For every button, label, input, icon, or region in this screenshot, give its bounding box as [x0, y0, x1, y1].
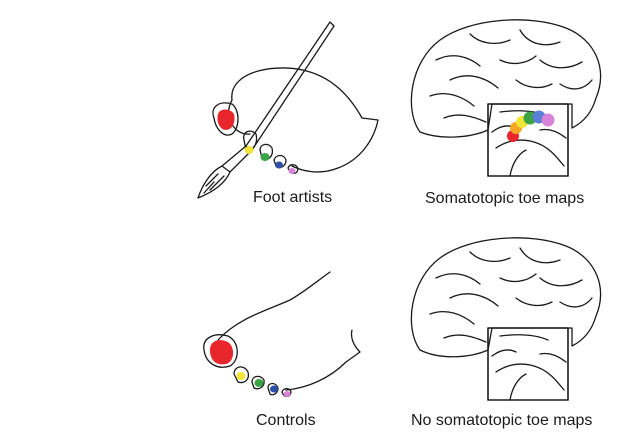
fifth-toenail	[283, 391, 291, 397]
brain-icon	[410, 237, 602, 358]
brain-icon	[410, 19, 602, 138]
second-toenail	[236, 372, 246, 380]
second-toenail	[244, 146, 254, 154]
control-foot-icon	[203, 271, 361, 398]
brain-inset-magnifier-icon	[487, 327, 569, 401]
somatotopic-toe-map	[507, 110, 555, 142]
paintbrush-icon	[197, 21, 335, 199]
big-toenail	[217, 109, 235, 130]
brain-inset-magnifier-icon	[487, 103, 569, 177]
fourth-toenail	[275, 161, 283, 169]
toenails-control	[210, 340, 291, 397]
big-toenail	[210, 340, 234, 365]
caption-somatotopic-toe-maps: Somatotopic toe maps	[425, 190, 585, 207]
caption-controls: Controls	[256, 412, 316, 429]
third-toenail	[254, 379, 264, 387]
caption-no-somatotopic-toe-maps: No somatotopic toe maps	[411, 412, 593, 429]
caption-foot-artists: Foot artists	[253, 189, 333, 206]
foot-artist-icon	[212, 67, 379, 175]
toenails-artist	[217, 109, 296, 174]
fourth-toenail	[270, 385, 278, 393]
fifth-toenail	[288, 168, 296, 174]
map-dot-purple	[541, 113, 555, 127]
third-toenail	[260, 153, 270, 161]
